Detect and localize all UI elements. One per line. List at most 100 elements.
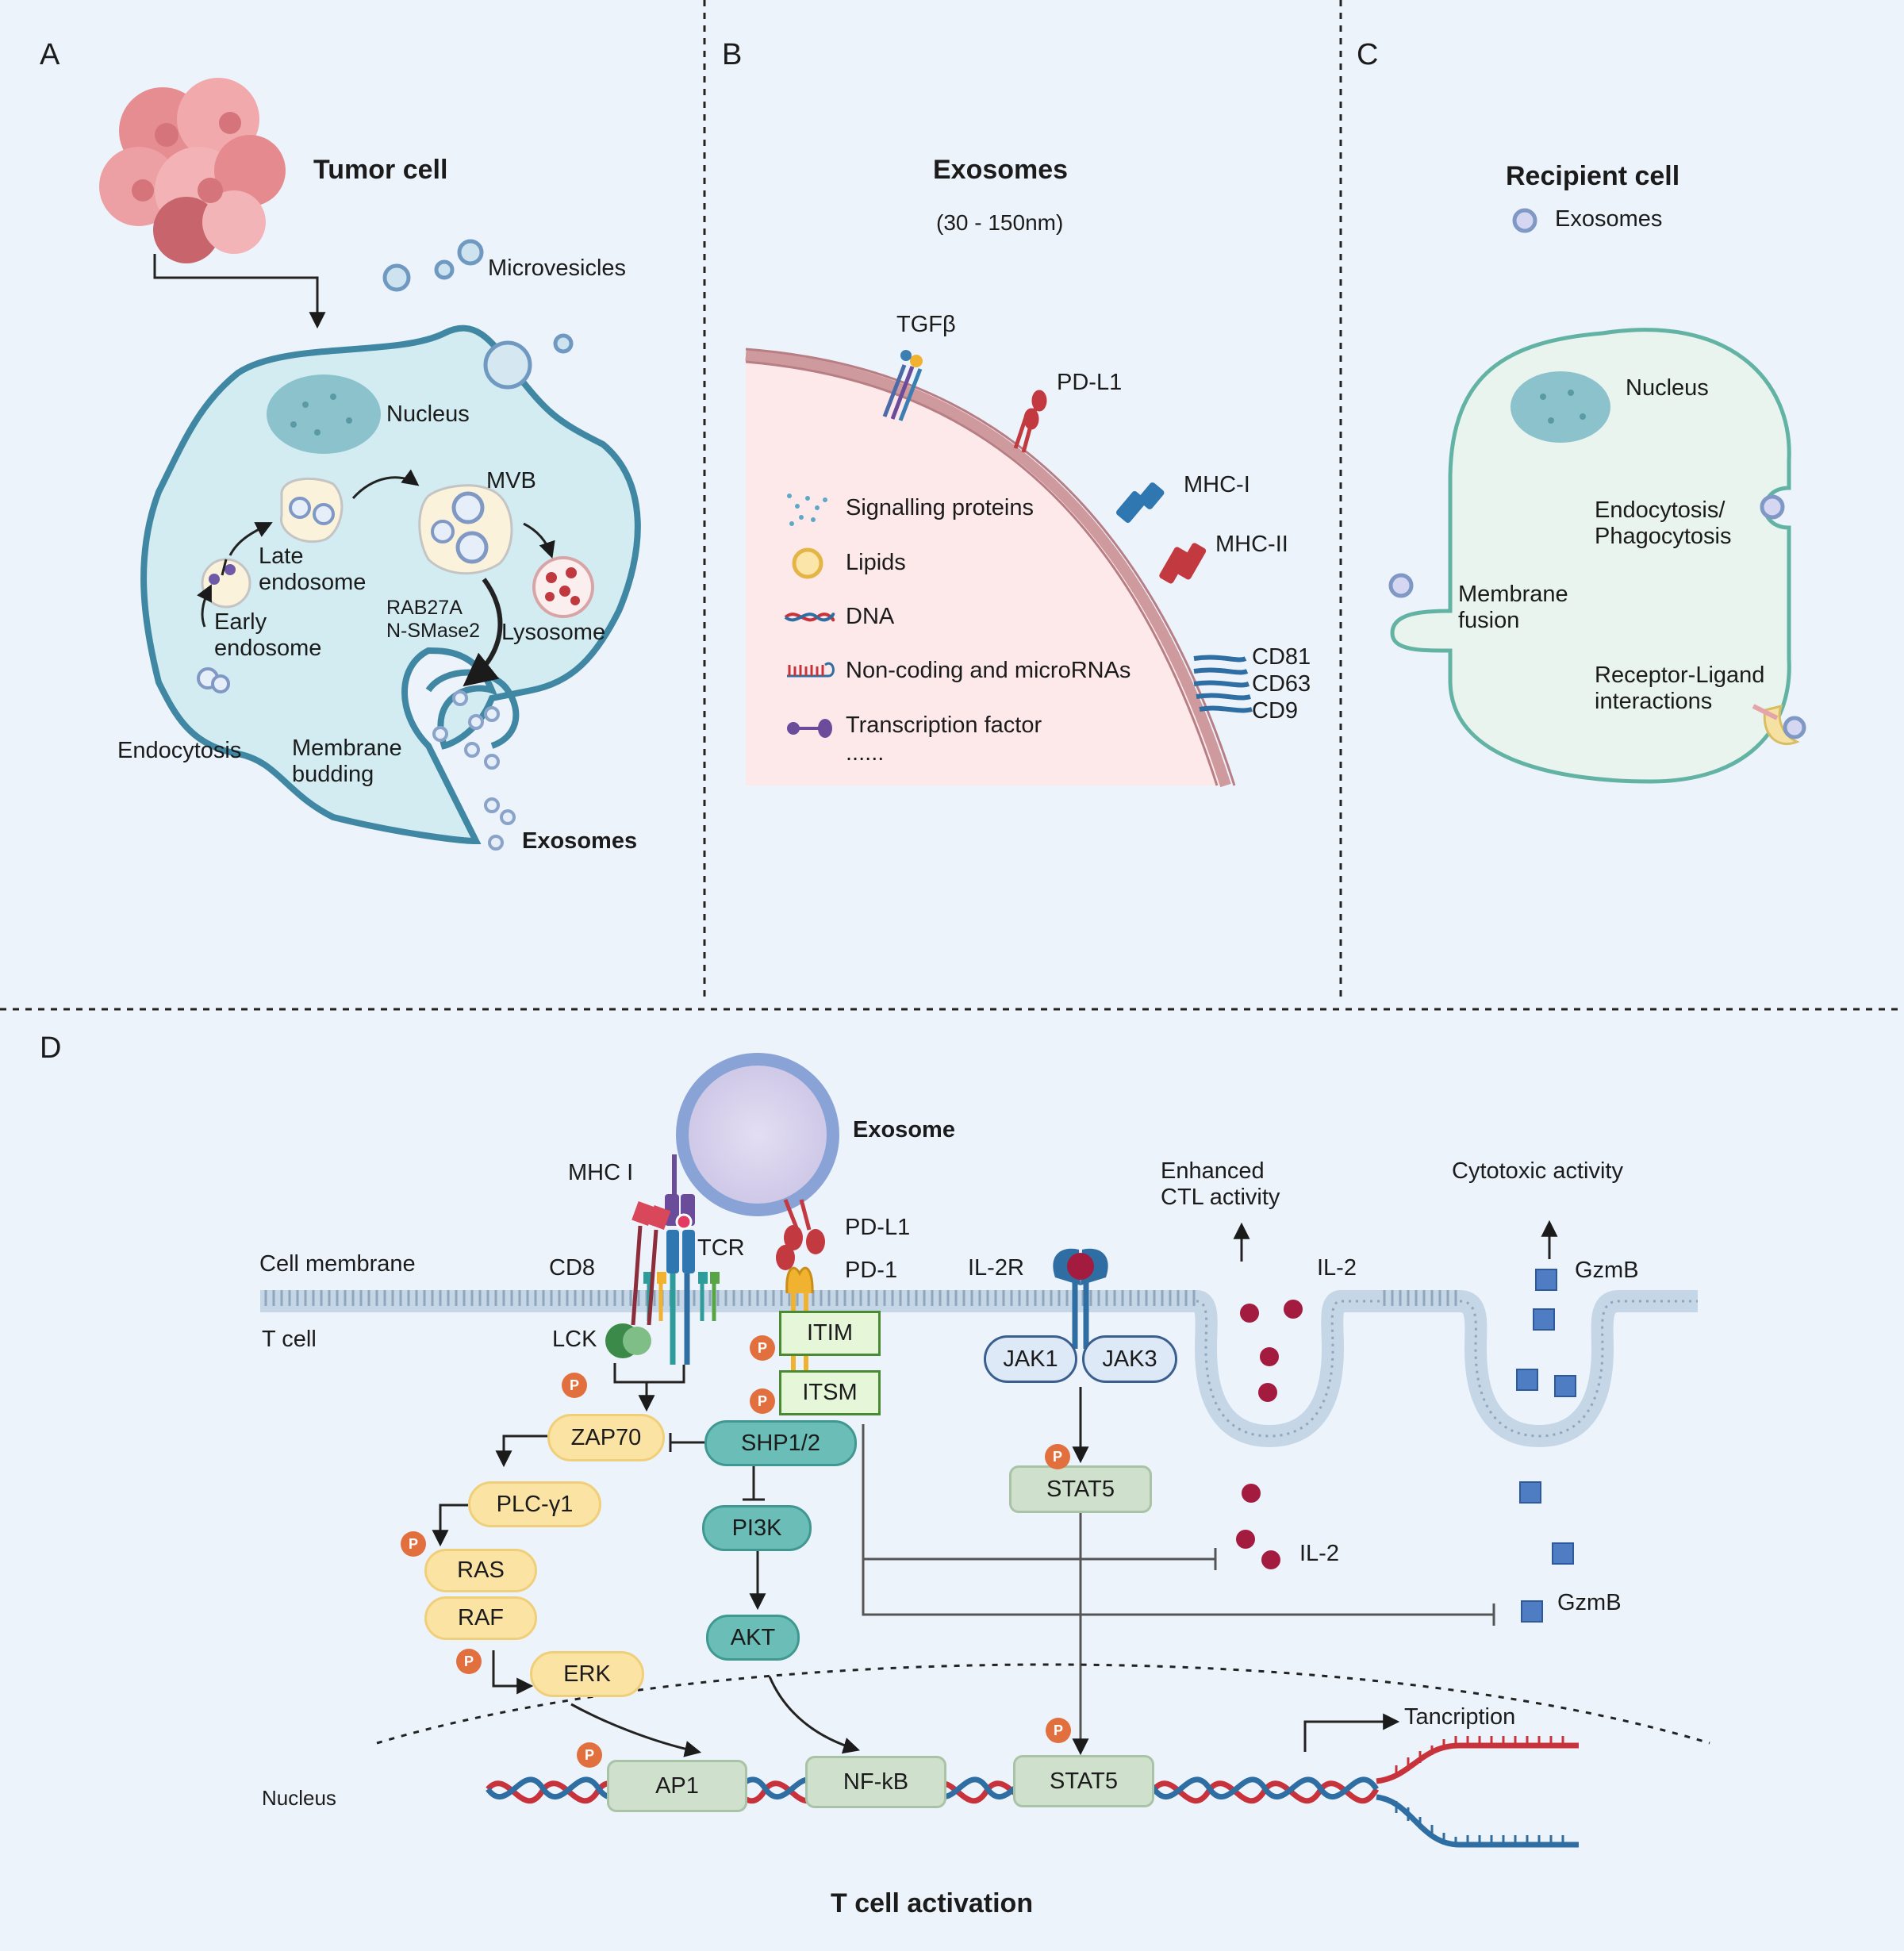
- t-cell-label: T cell: [262, 1327, 317, 1352]
- gzmb-squares: [1516, 1269, 1576, 1623]
- endocytosis-pit: [197, 667, 230, 693]
- mvb-icon: [418, 484, 513, 575]
- exosome-size-label: (30 - 150nm): [936, 210, 1064, 235]
- dna-icon: [784, 613, 835, 622]
- phospho-itsm: P: [750, 1388, 775, 1414]
- lysosome-label: Lysosome: [501, 620, 606, 645]
- legend-transcription-factor: Transcription factor: [846, 712, 1042, 738]
- cd9-label: CD9: [1252, 698, 1299, 724]
- panel-c-label: C: [1357, 38, 1379, 71]
- legend-microrna: Non-coding and microRNAs: [846, 658, 1131, 683]
- late-to-mvb-arrow: [351, 469, 420, 499]
- il2-top-label: IL-2: [1317, 1255, 1357, 1281]
- zap70-box: ZAP70: [547, 1414, 665, 1461]
- jak3-box: JAK3: [1082, 1335, 1177, 1383]
- transcription-label: Tancription: [1404, 1704, 1516, 1730]
- erk-box: ERK: [530, 1651, 644, 1697]
- early-endosome-label: Early endosome: [214, 609, 322, 662]
- mvb-to-membrane-arrow: [463, 578, 503, 687]
- lipids-icon: [792, 547, 823, 579]
- legend-signalling-proteins: Signalling proteins: [846, 495, 1034, 520]
- tumor-to-cell-arrow: [153, 254, 326, 329]
- nucleus-d-label: Nucleus: [262, 1786, 336, 1810]
- phospho-itim: P: [750, 1335, 775, 1361]
- receptor-ligand-icon: [1752, 704, 1806, 746]
- pdl1-b-label: PD-L1: [1057, 370, 1123, 395]
- tetraspanin-icon: [1193, 655, 1253, 713]
- il2-bottom-label: IL-2: [1299, 1541, 1339, 1566]
- stat5-bottom-box: STAT5: [1013, 1755, 1154, 1807]
- transcription-factor-icon: [787, 719, 832, 738]
- itsm-box: ITSM: [779, 1370, 881, 1415]
- tgfb-label: TGFβ: [896, 312, 956, 337]
- pi3k-box: PI3K: [702, 1505, 812, 1551]
- fusing-exosome: [1388, 573, 1414, 598]
- mhc-i-tcr-complex: [643, 1154, 720, 1365]
- akt-box: AKT: [706, 1615, 800, 1661]
- microrna-icon: [787, 662, 835, 678]
- cd63-label: CD63: [1252, 671, 1311, 697]
- nucleus-a-label: Nucleus: [386, 401, 470, 427]
- akt-to-nfkb-arrow: [768, 1676, 861, 1754]
- cell-a-nucleus: [267, 374, 381, 454]
- phospho-ras: P: [401, 1531, 426, 1557]
- released-exosomes: [432, 690, 516, 851]
- membrane-budding-label: Membrane budding: [292, 735, 402, 788]
- lck-icon: [605, 1323, 651, 1358]
- legend-dna: DNA: [846, 604, 895, 629]
- il-2r-icon: [1053, 1248, 1108, 1349]
- lck-tcr-bracket: [613, 1363, 685, 1384]
- phospho-zap70: P: [562, 1373, 587, 1398]
- il2r-label: IL-2R: [968, 1255, 1024, 1281]
- cd81-label: CD81: [1252, 644, 1311, 670]
- ras-box: RAS: [424, 1549, 537, 1592]
- t-cell-activation-title: T cell activation: [831, 1888, 1034, 1918]
- shp-inhibits-zap70: [669, 1433, 704, 1452]
- exosomes-c-label: Exosomes: [1555, 206, 1663, 232]
- exosome-legend-icon: [1512, 208, 1537, 233]
- exosomes-a-label: Exosomes: [522, 828, 638, 854]
- exosome-b-body: [746, 349, 1226, 785]
- il2-dots: [1236, 1300, 1303, 1569]
- jak1-box: JAK1: [984, 1335, 1077, 1383]
- zap70-to-plc-arrow: [495, 1434, 547, 1468]
- early-to-late-arrow: [197, 584, 212, 628]
- exosome-d-label: Exosome: [853, 1117, 955, 1143]
- cell-membrane-bar: [260, 1290, 1196, 1312]
- tumor-cell-title: Tumor cell: [313, 155, 448, 185]
- mvb-label: MVB: [486, 468, 536, 494]
- gzmb-top-label: GzmB: [1575, 1258, 1639, 1283]
- plc-to-ras-arrow: [432, 1504, 468, 1547]
- cytotoxic-activity-label: Cytotoxic activity: [1452, 1158, 1623, 1184]
- lck-label: LCK: [552, 1327, 597, 1352]
- panel-b-label: B: [722, 38, 743, 71]
- enhanced-ctl-label: Enhanced CTL activity: [1161, 1158, 1280, 1211]
- panel-a-label: A: [40, 38, 60, 71]
- endocytosed-exosome: [1760, 494, 1785, 520]
- panel-d-label: D: [40, 1031, 62, 1065]
- transcription-arrow: [1303, 1713, 1400, 1752]
- tgfb-receptor-icon: [882, 350, 923, 421]
- itsm-inhibits-gzmb: [862, 1559, 1495, 1626]
- mhc1-b-label: MHC-I: [1184, 472, 1250, 497]
- nfkb-box: NF-kB: [805, 1756, 946, 1808]
- endocytosis-phagocytosis-label: Endocytosis/ Phagocytosis: [1595, 497, 1732, 550]
- tcr-label: TCR: [697, 1235, 745, 1261]
- mvb-to-lysosome-arrow: [523, 522, 555, 559]
- stat5-top-box: STAT5: [1009, 1465, 1152, 1513]
- cd8-label: CD8: [549, 1255, 596, 1281]
- phospho-ap1: P: [577, 1742, 602, 1768]
- signalling-proteins-icon: [787, 494, 827, 526]
- plcg1-box: PLC-γ1: [468, 1481, 601, 1527]
- late-endosome-icon: [280, 477, 344, 543]
- pd1-label: PD-1: [845, 1258, 898, 1283]
- exosome-b-membrane: [745, 350, 1231, 788]
- mhc2-icon: [1159, 543, 1207, 584]
- raf-to-erk-arrow: [492, 1650, 534, 1695]
- mhc1-icon: [1115, 482, 1165, 523]
- early-endosome-icon: [201, 558, 251, 609]
- shp12-box: SHP1/2: [704, 1420, 857, 1466]
- recipient-cell-title: Recipient cell: [1506, 161, 1680, 191]
- itim-box: ITIM: [779, 1311, 881, 1356]
